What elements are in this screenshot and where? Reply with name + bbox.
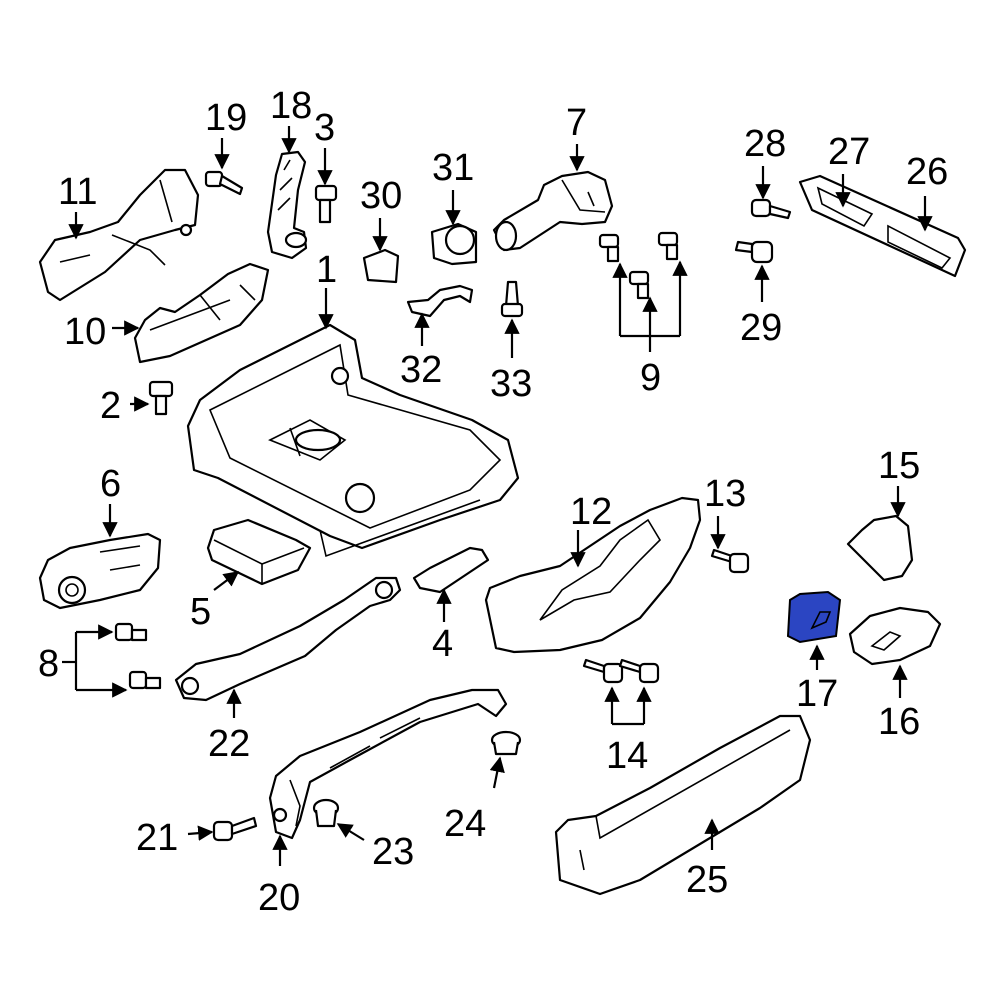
part-16-cover [848,606,942,666]
part-28-screw [750,198,792,220]
callout-20: 20 [258,877,300,919]
part-6-motor [38,532,162,610]
callout-6: 6 [100,463,121,505]
callout-2: 2 [100,385,121,427]
callout-labels: 19 18 3 11 30 31 7 28 27 26 29 10 1 32 3… [38,85,948,919]
part-24-grommet [490,730,522,756]
part-25-rail-cover [554,714,812,896]
part-10-bracket [133,262,270,364]
callout-30: 30 [360,175,402,217]
callout-5: 5 [190,591,211,633]
part-21-bolt [212,816,258,842]
callout-27: 27 [828,131,870,173]
callout-10: 10 [64,311,106,353]
callout-32: 32 [400,349,442,391]
callout-1: 1 [316,249,337,291]
part-5-module [206,518,312,586]
part-14-bolts [582,658,660,684]
callout-3: 3 [314,107,335,149]
callout-29: 29 [740,307,782,349]
callout-25: 25 [686,859,728,901]
part-12-shield [484,496,702,654]
part-1-seat-frame [186,323,520,558]
callout-33: 33 [490,363,532,405]
part-8-bolts [114,622,162,690]
callout-26: 26 [906,151,948,193]
part-23-grommet [312,798,340,828]
callout-16: 16 [878,701,920,743]
callout-23: 23 [372,831,414,873]
part-17-switch [786,590,842,644]
part-29-screw [734,240,774,264]
callout-28: 28 [744,123,786,165]
part-30-clip [362,248,400,284]
callout-19: 19 [205,97,247,139]
callout-13: 13 [704,473,746,515]
part-11-side-trim [38,168,200,302]
part-18-handle [266,150,308,260]
callout-15: 15 [878,445,920,487]
callout-9: 9 [640,357,661,399]
part-22-link [174,576,402,702]
callout-24: 24 [444,803,486,845]
callout-8: 8 [38,643,59,685]
part-3-bolt [314,184,338,224]
part-9-bolts [598,231,679,300]
callout-22: 22 [208,723,250,765]
callout-11: 11 [58,171,97,213]
callout-7: 7 [566,102,587,144]
part-4-pad [412,546,490,594]
part-19-screw [204,170,244,196]
callout-18: 18 [270,85,312,127]
part-33-screw [500,280,524,318]
part-13-bolt [710,548,750,574]
part-32-strap [406,284,474,318]
leader-lines [62,126,933,866]
callout-31: 31 [432,147,474,189]
callout-17: 17 [796,673,838,715]
part-31-cap [430,222,478,266]
callout-21: 21 [136,817,178,859]
callout-4: 4 [432,623,453,665]
part-7-motor [492,170,614,252]
part-15-cover [846,514,914,582]
callout-14: 14 [606,735,648,777]
part-20-rail-arm [268,688,508,840]
part-2-bolt [148,380,174,416]
callout-12: 12 [570,491,612,533]
